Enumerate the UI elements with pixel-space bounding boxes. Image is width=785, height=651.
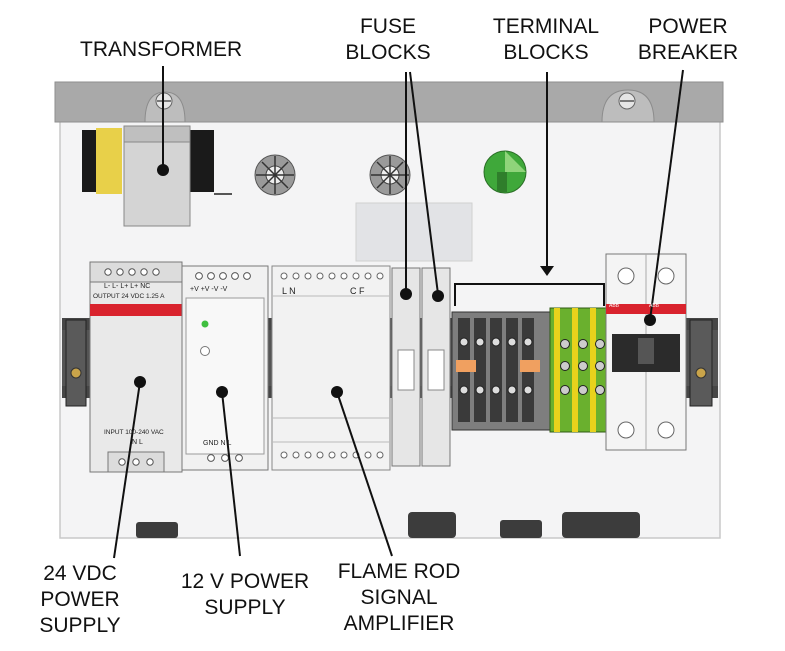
power-breaker-label: POWER BREAKER [628,14,748,66]
psu24-input-marking: INPUT 100-240 VAC [104,429,164,436]
breaker-red-band [606,304,686,314]
psu24-bottom-terminal-marking: N L [132,439,143,446]
amp-top-left-marking: L N [282,286,296,296]
flame-rod-amplifier-label-line3: AMPLIFIER [343,612,455,635]
power-breaker-device [605,253,687,451]
psu-24vdc-label: 24 VDC POWER SUPPLY [26,561,134,639]
power-breaker-label-line1: POWER [648,15,728,38]
psu24-output-marking: OUTPUT 24 VDC 1.25 A [93,293,165,300]
psu-12v-label-line2: SUPPLY [204,596,286,619]
fuse-blocks-label-line2: BLOCKS [345,41,431,64]
cable-grommet [369,154,411,196]
psu-12v-label: 12 V POWER SUPPLY [170,569,320,621]
led-green-icon [201,320,209,328]
cable-grommet [254,154,296,196]
terminal-blocks-ground [549,307,607,433]
psu12-top-terminal-marking: +V +V -V -V [190,286,228,293]
amp-top-right-marking: C F [350,286,365,296]
fuse-blocks-label-line1: FUSE [359,15,416,38]
terminal-blocks-gray [451,311,551,431]
flame-rod-amplifier-device [271,265,391,471]
callout-leaders [113,66,684,559]
breaker-mark-right: ABB [649,303,660,309]
fuse-block [391,267,421,467]
psu-24vdc-label-line3: SUPPLY [39,614,121,637]
fuse-blocks-label: FUSE BLOCKS [338,14,438,66]
psu12-bottom-terminal-marking: GND N L [203,440,232,447]
psu24-top-terminal-marking: L- L- L+ L+ NC [104,283,151,290]
bottom-knockouts [136,512,640,538]
flame-rod-amplifier-label-line1: FLAME ROD [337,560,461,583]
transformer-label: TRANSFORMER [80,38,243,61]
terminal-blocks-label-line2: BLOCKS [503,41,589,64]
psu-12v-label-line1: 12 V POWER [180,570,310,593]
terminal-blocks-label-line1: TERMINAL [492,15,600,38]
callout-dots [134,164,656,398]
terminal-blocks-label: TERMINAL BLOCKS [476,14,616,66]
breaker-mark-left: ABB [609,303,620,309]
psu-24vdc-device [89,261,183,473]
terminal-arrow-icon [540,266,554,276]
psu-24vdc-label-line1: 24 VDC [43,562,117,585]
green-grommet [483,150,527,194]
transformer [82,125,232,227]
psu-24vdc-label-line2: POWER [40,588,120,611]
din-end-stop [65,319,87,407]
flame-rod-amplifier-label: FLAME ROD SIGNAL AMPLIFIER [326,559,472,637]
psu-12v-device [181,265,269,471]
psu24-red-band [90,304,182,316]
flame-rod-amplifier-label-line2: SIGNAL [360,586,438,609]
din-end-stop [689,319,713,407]
power-breaker-label-line2: BREAKER [637,41,739,64]
